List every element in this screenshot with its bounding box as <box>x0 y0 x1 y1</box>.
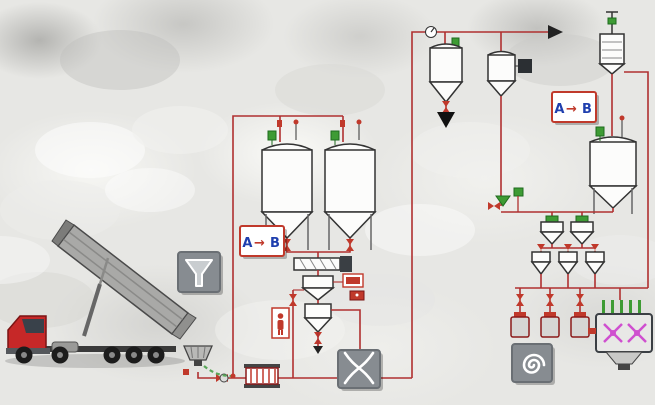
bag-bin-2 <box>540 312 560 338</box>
person-icon <box>277 313 284 319</box>
dosing-and-weighing-station <box>271 238 365 354</box>
spiral-icon <box>522 353 546 374</box>
bottom-conveying-line <box>183 25 563 388</box>
storage-silo-a <box>260 119 314 250</box>
tipper-front-shield <box>51 219 75 247</box>
ab-label: A → B <box>554 98 592 117</box>
riser-valve-icon <box>289 294 297 306</box>
bag-bin-1 <box>510 312 530 338</box>
lower-hopper-1 <box>530 244 552 288</box>
diverter-valve-icon <box>495 195 511 207</box>
flexible-hose <box>203 365 234 378</box>
cyclone-filter-1 <box>428 32 464 128</box>
relief-valve-icon <box>356 119 362 125</box>
tailgate <box>171 312 197 340</box>
vessel-valve-icon <box>607 17 617 25</box>
lower-hopper-2 <box>557 244 579 288</box>
paddle-mixer <box>588 300 653 370</box>
hopper-outlet-fitting <box>183 369 189 375</box>
distribution-cluster <box>488 71 649 314</box>
receiving-hopper <box>183 345 213 366</box>
truck-unloading-badge <box>177 251 223 295</box>
funnel-icon <box>185 259 213 287</box>
center-riser <box>230 115 345 379</box>
mixer-outlet <box>618 364 630 370</box>
relief-valve-icon <box>293 119 299 125</box>
cyclone-filter-2 <box>486 32 532 206</box>
truck-chassis <box>20 346 176 352</box>
filter-fan-unit <box>518 59 532 73</box>
flow-arrow <box>548 25 563 39</box>
mixer-trough <box>595 313 653 353</box>
top-right-vessel <box>597 11 627 136</box>
silo-a-green-valve-icon <box>267 130 277 146</box>
operator-badge <box>271 307 290 339</box>
diverter-xvalve-icon <box>488 202 500 210</box>
hydraulic-cylinder <box>82 283 102 337</box>
weigh-hopper <box>302 275 334 289</box>
feeder-motor <box>340 256 352 272</box>
small-mixer <box>304 303 332 319</box>
crossover-badge <box>337 349 383 391</box>
right-silo <box>588 115 638 214</box>
tipper-truck <box>5 219 197 368</box>
mixer-inlet-fitting <box>588 328 596 334</box>
ab-transfer-badge-1: A → B <box>239 225 287 259</box>
cyclone-discharge-valve-icon <box>442 101 450 113</box>
spiral-conveyor-badge <box>511 343 555 385</box>
inline-filter <box>244 364 280 388</box>
ab-transfer-badge-2: A → B <box>551 91 599 125</box>
wheels <box>15 346 165 364</box>
down-arrow <box>437 112 455 128</box>
outlet-arrow <box>313 346 323 354</box>
storage-silo-b <box>323 119 377 250</box>
lower-hopper-3 <box>584 244 606 288</box>
upper-hopper-1 <box>539 212 565 248</box>
silo-b-discharge-valve-icon <box>346 239 354 251</box>
relief-valve-icon <box>619 115 625 121</box>
bag-bin-3 <box>570 312 590 338</box>
cab-window <box>22 319 44 333</box>
silo-b-green-valve-icon <box>330 130 340 146</box>
ab-label: A → B <box>242 232 280 251</box>
green-fitting-icon <box>513 187 524 197</box>
